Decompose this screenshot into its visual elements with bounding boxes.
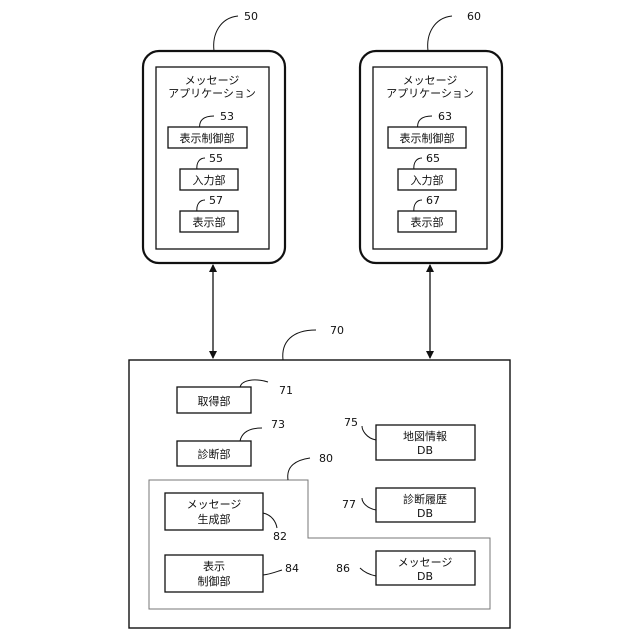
server-ref: 70	[330, 324, 344, 337]
map-info-db-ref-lead	[362, 426, 376, 440]
device-left-display-control-label: 表示制御部	[180, 131, 235, 145]
device-left-display-ref: 57	[209, 194, 223, 207]
device-left-ref: 50	[244, 10, 258, 23]
map-info-db-label-line1: 地図情報	[403, 430, 447, 443]
server: 70 80 取得部 71 診断部 73 地図情報 DB 75 診断履歴 DB 7…	[129, 324, 510, 628]
device-right-display-control-label: 表示制御部	[400, 131, 455, 145]
device-left-input-ref: 55	[209, 152, 223, 165]
device-right-input-label: 入力部	[411, 173, 444, 187]
server-display-control-unit-label-line2: 制御部	[198, 574, 231, 588]
server-display-control-unit-ref: 84	[285, 562, 299, 575]
processing-region-ref: 80	[319, 452, 333, 465]
acquisition-unit-ref-lead	[240, 380, 268, 387]
server-display-control-unit-ref-lead	[263, 570, 282, 575]
device-left-input-label: 入力部	[193, 173, 226, 187]
processing-region-ref-lead	[288, 458, 310, 480]
device-right-app-title-line2: アプリケーション	[386, 87, 474, 100]
message-db-ref: 86	[336, 562, 350, 575]
message-generation-unit-ref-lead	[263, 513, 277, 528]
diagnosis-history-db-ref-lead	[362, 498, 376, 510]
map-info-db-ref: 75	[344, 416, 358, 429]
device-right-app-title-line1: メッセージ	[403, 74, 458, 87]
map-info-db-label-line2: DB	[417, 444, 433, 457]
server-display-control-unit-label-line1: 表示	[203, 559, 225, 573]
diagnosis-history-db-label-line1: 診断履歴	[403, 492, 447, 506]
device-left-app-title-line1: メッセージ	[185, 74, 240, 87]
message-generation-unit-label-line1: メッセージ	[187, 498, 242, 511]
acquisition-unit-ref: 71	[279, 384, 293, 397]
diagnosis-unit-ref-lead	[240, 428, 262, 441]
device-left: 50 メッセージ アプリケーション 53 表示制御部 55 入力部 57 表示部	[143, 10, 285, 263]
device-left-display-control-ref: 53	[220, 110, 234, 123]
message-db-ref-lead	[360, 568, 376, 576]
message-generation-unit-ref: 82	[273, 530, 287, 543]
message-db-label-line1: メッセージ	[398, 556, 453, 569]
device-right-input-ref: 65	[426, 152, 440, 165]
device-left-display-label: 表示部	[193, 215, 226, 229]
device-right-ref: 60	[467, 10, 481, 23]
diagnosis-unit-label: 診断部	[198, 447, 231, 461]
diagnosis-history-db-ref: 77	[342, 498, 356, 511]
device-right-display-control-ref: 63	[438, 110, 452, 123]
device-left-app-title-line2: アプリケーション	[168, 87, 256, 100]
acquisition-unit-label: 取得部	[198, 394, 231, 408]
message-db-label-line2: DB	[417, 570, 433, 583]
device-right: 60 メッセージ アプリケーション 63 表示制御部 65 入力部 67 表示部	[360, 10, 502, 263]
message-generation-unit-label-line2: 生成部	[198, 512, 231, 526]
device-right-ref-lead	[428, 16, 452, 51]
server-ref-lead	[283, 330, 316, 360]
device-left-ref-lead	[214, 16, 238, 51]
diagnosis-history-db-label-line2: DB	[417, 507, 433, 520]
device-right-display-ref: 67	[426, 194, 440, 207]
diagnosis-unit-ref: 73	[271, 418, 285, 431]
device-right-display-label: 表示部	[411, 215, 444, 229]
